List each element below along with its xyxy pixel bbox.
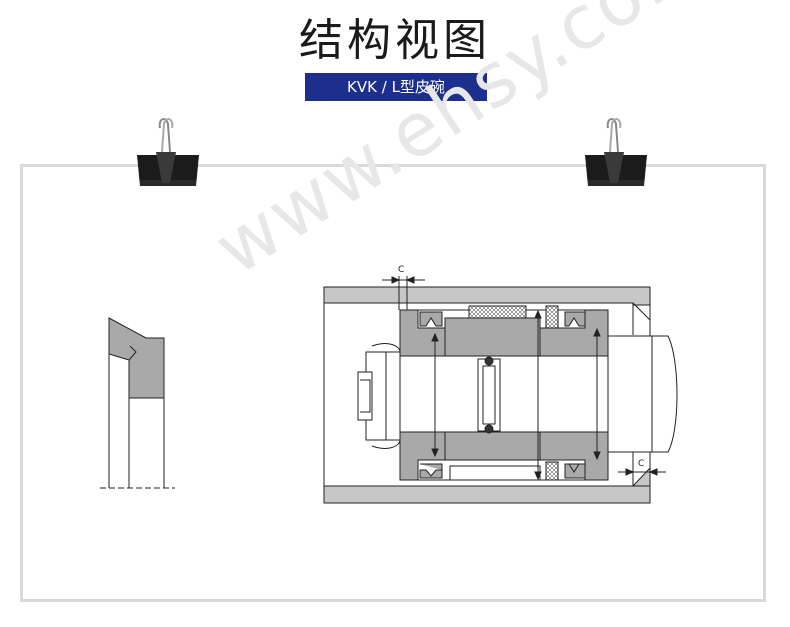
subtitle-badge: KVK / L型皮碗 [305, 73, 487, 101]
diagram-frame [20, 164, 766, 602]
binder-clip-icon [585, 118, 647, 186]
cylinder-assembly [323, 276, 678, 504]
dimension-label-c-top: C [398, 265, 404, 275]
page-title: 结构视图 [299, 15, 491, 66]
dimension-label-c-bottom: C [638, 459, 644, 469]
binder-clip-icon [137, 118, 199, 186]
seal-profile [100, 317, 175, 489]
